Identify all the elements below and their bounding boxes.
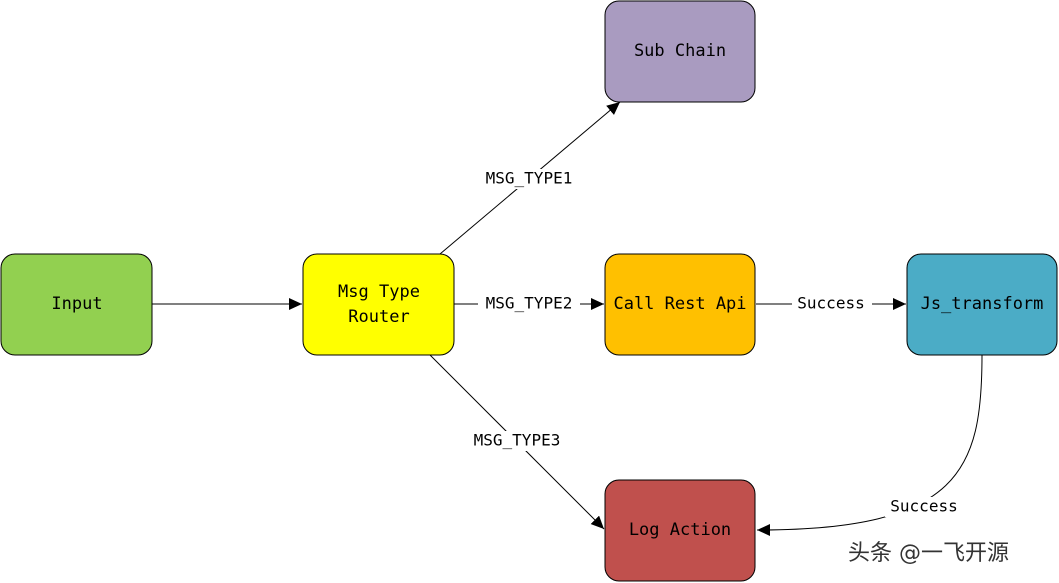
edge-label-success-jstransform: Success (890, 497, 957, 516)
node-sub-chain-label: Sub Chain (634, 41, 726, 61)
node-router-label-line2: Router (348, 307, 409, 327)
edge-label-success-callrest: Success (797, 294, 864, 313)
node-router-label-line1: Msg Type (338, 282, 420, 302)
node-log-action-box (604, 479, 756, 582)
node-router-box (302, 253, 455, 356)
node-js-transform-label: Js_transform (921, 294, 1044, 314)
node-input-box (0, 253, 153, 356)
node-sub-chain-box (604, 0, 756, 103)
node-js-transform[interactable]: Js_transform (906, 253, 1058, 356)
watermark-text: 头条 @一飞开源 (848, 541, 1009, 566)
node-call-rest-box (604, 253, 756, 356)
node-input-label: Input (51, 294, 102, 314)
edge-label-msg-type1: MSG_TYPE1 (486, 169, 573, 188)
node-log-action-label: Log Action (629, 520, 731, 540)
edge-jstransform-to-logaction (756, 354, 983, 536)
edge-label-msg-type3: MSG_TYPE3 (474, 431, 561, 450)
node-js-transform-box (906, 253, 1058, 356)
node-msg-type-router[interactable]: Msg Type Router (302, 253, 455, 356)
node-log-action[interactable]: Log Action (604, 479, 756, 582)
node-sub-chain[interactable]: Sub Chain (604, 0, 756, 103)
node-input[interactable]: Input (0, 253, 153, 356)
edge-label-msg-type2: MSG_TYPE2 (486, 294, 573, 313)
node-call-rest-label: Call Rest Api (613, 294, 746, 314)
node-call-rest-api[interactable]: Call Rest Api (604, 253, 756, 356)
